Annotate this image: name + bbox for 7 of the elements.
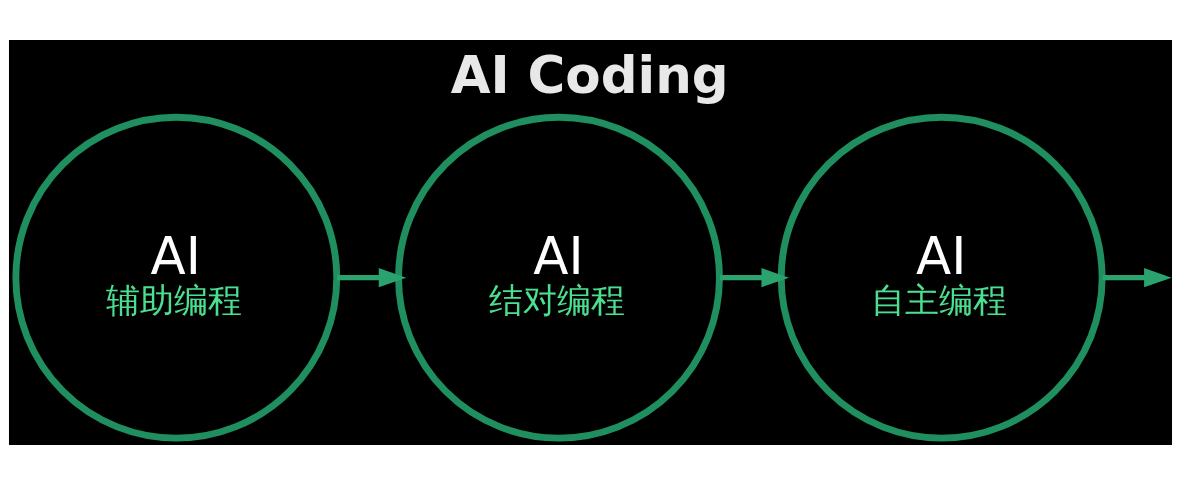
node-circle: AI 结对编程 — [395, 113, 723, 442]
node-circle: AI 辅助编程 — [12, 113, 341, 442]
arrow — [337, 267, 407, 287]
diagram-title: AI Coding — [450, 44, 729, 105]
node-circle: AI 自主编程 — [777, 113, 1106, 442]
arrow — [719, 267, 789, 287]
arrow — [1102, 267, 1172, 287]
